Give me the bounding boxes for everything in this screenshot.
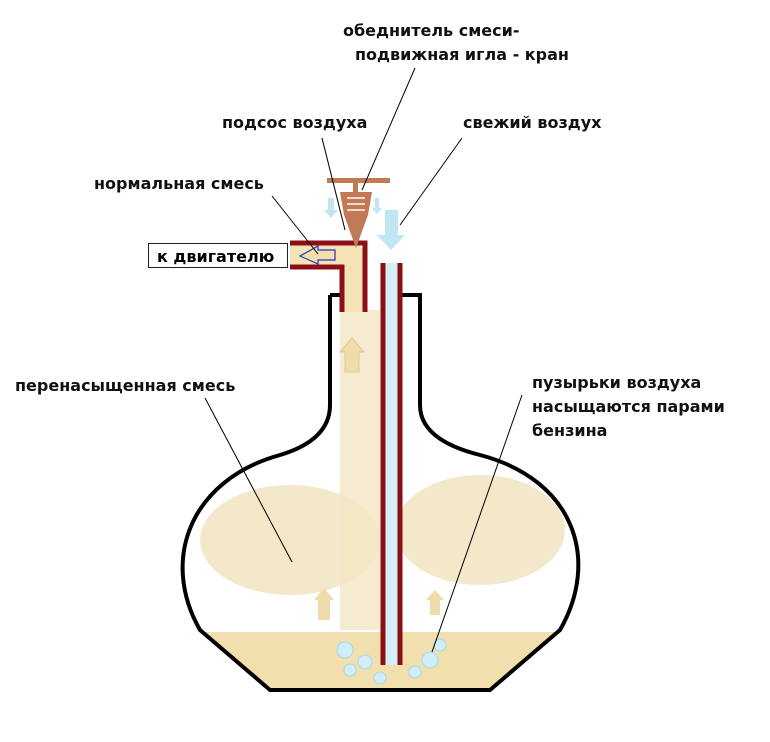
air-leak-arrow-icon <box>372 198 382 214</box>
air-tube <box>380 263 403 665</box>
air-leak-label: подсос воздуха <box>222 113 368 132</box>
air-leak-arrow-icon <box>324 198 338 218</box>
up-arrow-icon <box>426 590 444 615</box>
up-arrow-icon <box>314 588 334 620</box>
rich-mix-label: перенасыщенная смесь <box>15 376 236 395</box>
fresh-air-arrow-icon <box>377 210 405 250</box>
normal-mix-label: нормальная смесь <box>94 174 264 193</box>
outlet-tube <box>290 240 368 312</box>
bubbles-label-line1: пузырьки воздуха <box>532 373 702 392</box>
air-bubbles <box>336 638 447 685</box>
bubbles-label-line2: насыщаются парами <box>532 397 725 416</box>
fuel-liquid <box>182 310 579 690</box>
bubbles-label-line3: бензина <box>532 421 608 440</box>
needle-valve <box>327 178 390 248</box>
leader-lines <box>204 67 523 653</box>
engine-arrow-icon <box>298 244 336 265</box>
lean-valve-label-line1: обеднитель смеси- <box>343 21 520 40</box>
to-engine-label: к двигателю <box>148 243 288 268</box>
up-arrow-icon <box>338 337 366 373</box>
fresh-air-label: свежий воздух <box>463 113 602 132</box>
lean-valve-label-line2: подвижная игла - кран <box>355 45 569 64</box>
